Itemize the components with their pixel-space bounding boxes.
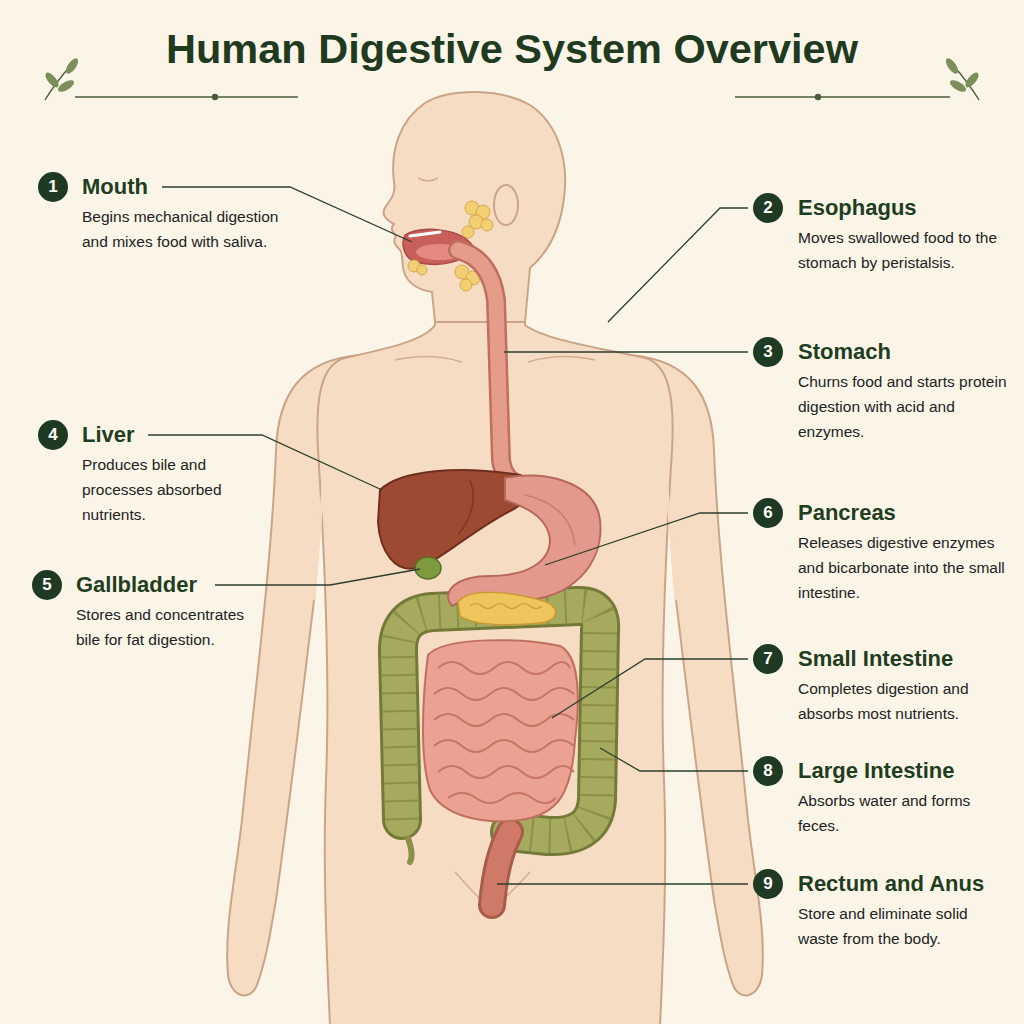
liver-lobe-line: [458, 480, 473, 535]
rectum: [492, 832, 510, 905]
gland-lobe: [417, 265, 427, 275]
leader-lines: [148, 187, 748, 884]
diagram-title: Human Digestive System Overview: [0, 20, 1024, 78]
leader-line: [215, 569, 420, 585]
organ-name: Liver: [82, 420, 232, 450]
appendix: [408, 838, 412, 862]
organ-description: Moves swallowed food to the stomach by p…: [798, 225, 1008, 275]
gland-lobe: [460, 279, 472, 291]
leaf: [963, 71, 981, 90]
leader-line: [552, 659, 748, 718]
stomach-fold: [525, 495, 575, 545]
callout: 9 Rectum and AnusStore and eliminate soli…: [753, 869, 1008, 951]
coil: [448, 793, 556, 803]
callout: 1 MouthBegins mechanical digestion and mi…: [38, 172, 307, 254]
callout-number: 7: [753, 644, 783, 674]
organ-description: Churns food and starts protein digestion…: [798, 369, 1008, 444]
large-intestine: [398, 606, 600, 836]
leaf: [944, 56, 961, 75]
gland-lobe: [462, 226, 474, 238]
collarbone: [395, 356, 462, 362]
organ-name: Rectum and Anus: [798, 869, 1008, 899]
organ-description: Absorbs water and forms feces.: [798, 788, 1008, 838]
ornament-dot: [213, 95, 218, 100]
ear: [494, 185, 518, 225]
esophagus: [458, 250, 522, 486]
stomach: [448, 475, 600, 606]
coil: [434, 714, 574, 726]
callout-number: 4: [38, 420, 68, 450]
callout: 2 EsophagusMoves swallowed food to the st…: [753, 193, 1008, 275]
organ-description: Produces bile and processes absorbed nut…: [82, 452, 232, 527]
leaf: [56, 78, 76, 94]
organ-description: Stores and concentrates bile for fat dig…: [76, 602, 254, 652]
intestine-coils: [434, 662, 574, 803]
organ-name: Small Intestine: [798, 644, 1008, 674]
leader-line: [504, 351, 748, 352]
organ-name: Large Intestine: [798, 756, 1008, 786]
callout-number: 2: [753, 193, 783, 223]
leader-line: [608, 208, 748, 322]
callout: 8 Large IntestineAbsorbs water and forms …: [753, 756, 1008, 838]
arm-seam: [660, 400, 676, 600]
ornament-line: [75, 96, 298, 97]
callout-number: 8: [753, 756, 783, 786]
coil: [438, 662, 570, 674]
organ-name: Mouth: [82, 172, 307, 202]
small-intestine: [423, 640, 578, 821]
organ-description: Begins mechanical digestion and mixes fo…: [82, 204, 307, 254]
gallbladder: [415, 557, 441, 579]
leader-line: [545, 513, 748, 565]
organ-name: Pancreas: [798, 498, 1008, 528]
closed-eye: [418, 178, 438, 181]
body-details: [314, 178, 676, 910]
leader-line: [600, 748, 748, 771]
callout: 3 StomachChurns food and starts protein d…: [753, 337, 1008, 444]
leaf: [948, 78, 968, 94]
coil: [438, 766, 574, 778]
colon-haustra: [398, 606, 600, 836]
coil: [434, 688, 574, 700]
organ-name: Esophagus: [798, 193, 1008, 223]
gland-lobe: [481, 219, 493, 231]
callout: 7 Small IntestineCompletes digestion and …: [753, 644, 1008, 726]
callout-number: 6: [753, 498, 783, 528]
pancreas: [458, 592, 556, 624]
pancreas-lobules: [470, 604, 542, 609]
callout: 5 GallbladderStores and concentrates bile…: [32, 570, 254, 652]
esophagus-outline: [458, 250, 522, 486]
leaf: [43, 71, 61, 90]
rectum-outline: [492, 832, 510, 905]
head: [384, 92, 566, 322]
ornament-dot: [816, 95, 821, 100]
organ-name: Stomach: [798, 337, 1008, 367]
callout-number: 5: [32, 570, 62, 600]
organ-description: Store and eliminate solid waste from the…: [798, 901, 1008, 951]
leaf: [64, 56, 81, 75]
callout: 6 PancreasReleases digestive enzymes and …: [753, 498, 1008, 605]
callout-number: 9: [753, 869, 783, 899]
organ-name: Gallbladder: [76, 570, 254, 600]
organ-description: Completes digestion and absorbs most nut…: [798, 676, 1008, 726]
coil: [434, 740, 574, 752]
arm-seam: [314, 400, 330, 600]
ornament-line: [735, 96, 950, 97]
body-silhouette: [227, 92, 763, 1024]
leader-line: [497, 883, 748, 884]
large-intestine-outline: [398, 606, 600, 836]
teeth: [410, 232, 440, 236]
callout: 4 LiverProduces bile and processes absorb…: [38, 420, 232, 527]
callout-number: 3: [753, 337, 783, 367]
organ-description: Releases digestive enzymes and bicarbona…: [798, 530, 1008, 605]
callout-number: 1: [38, 172, 68, 202]
collarbone: [528, 356, 595, 362]
